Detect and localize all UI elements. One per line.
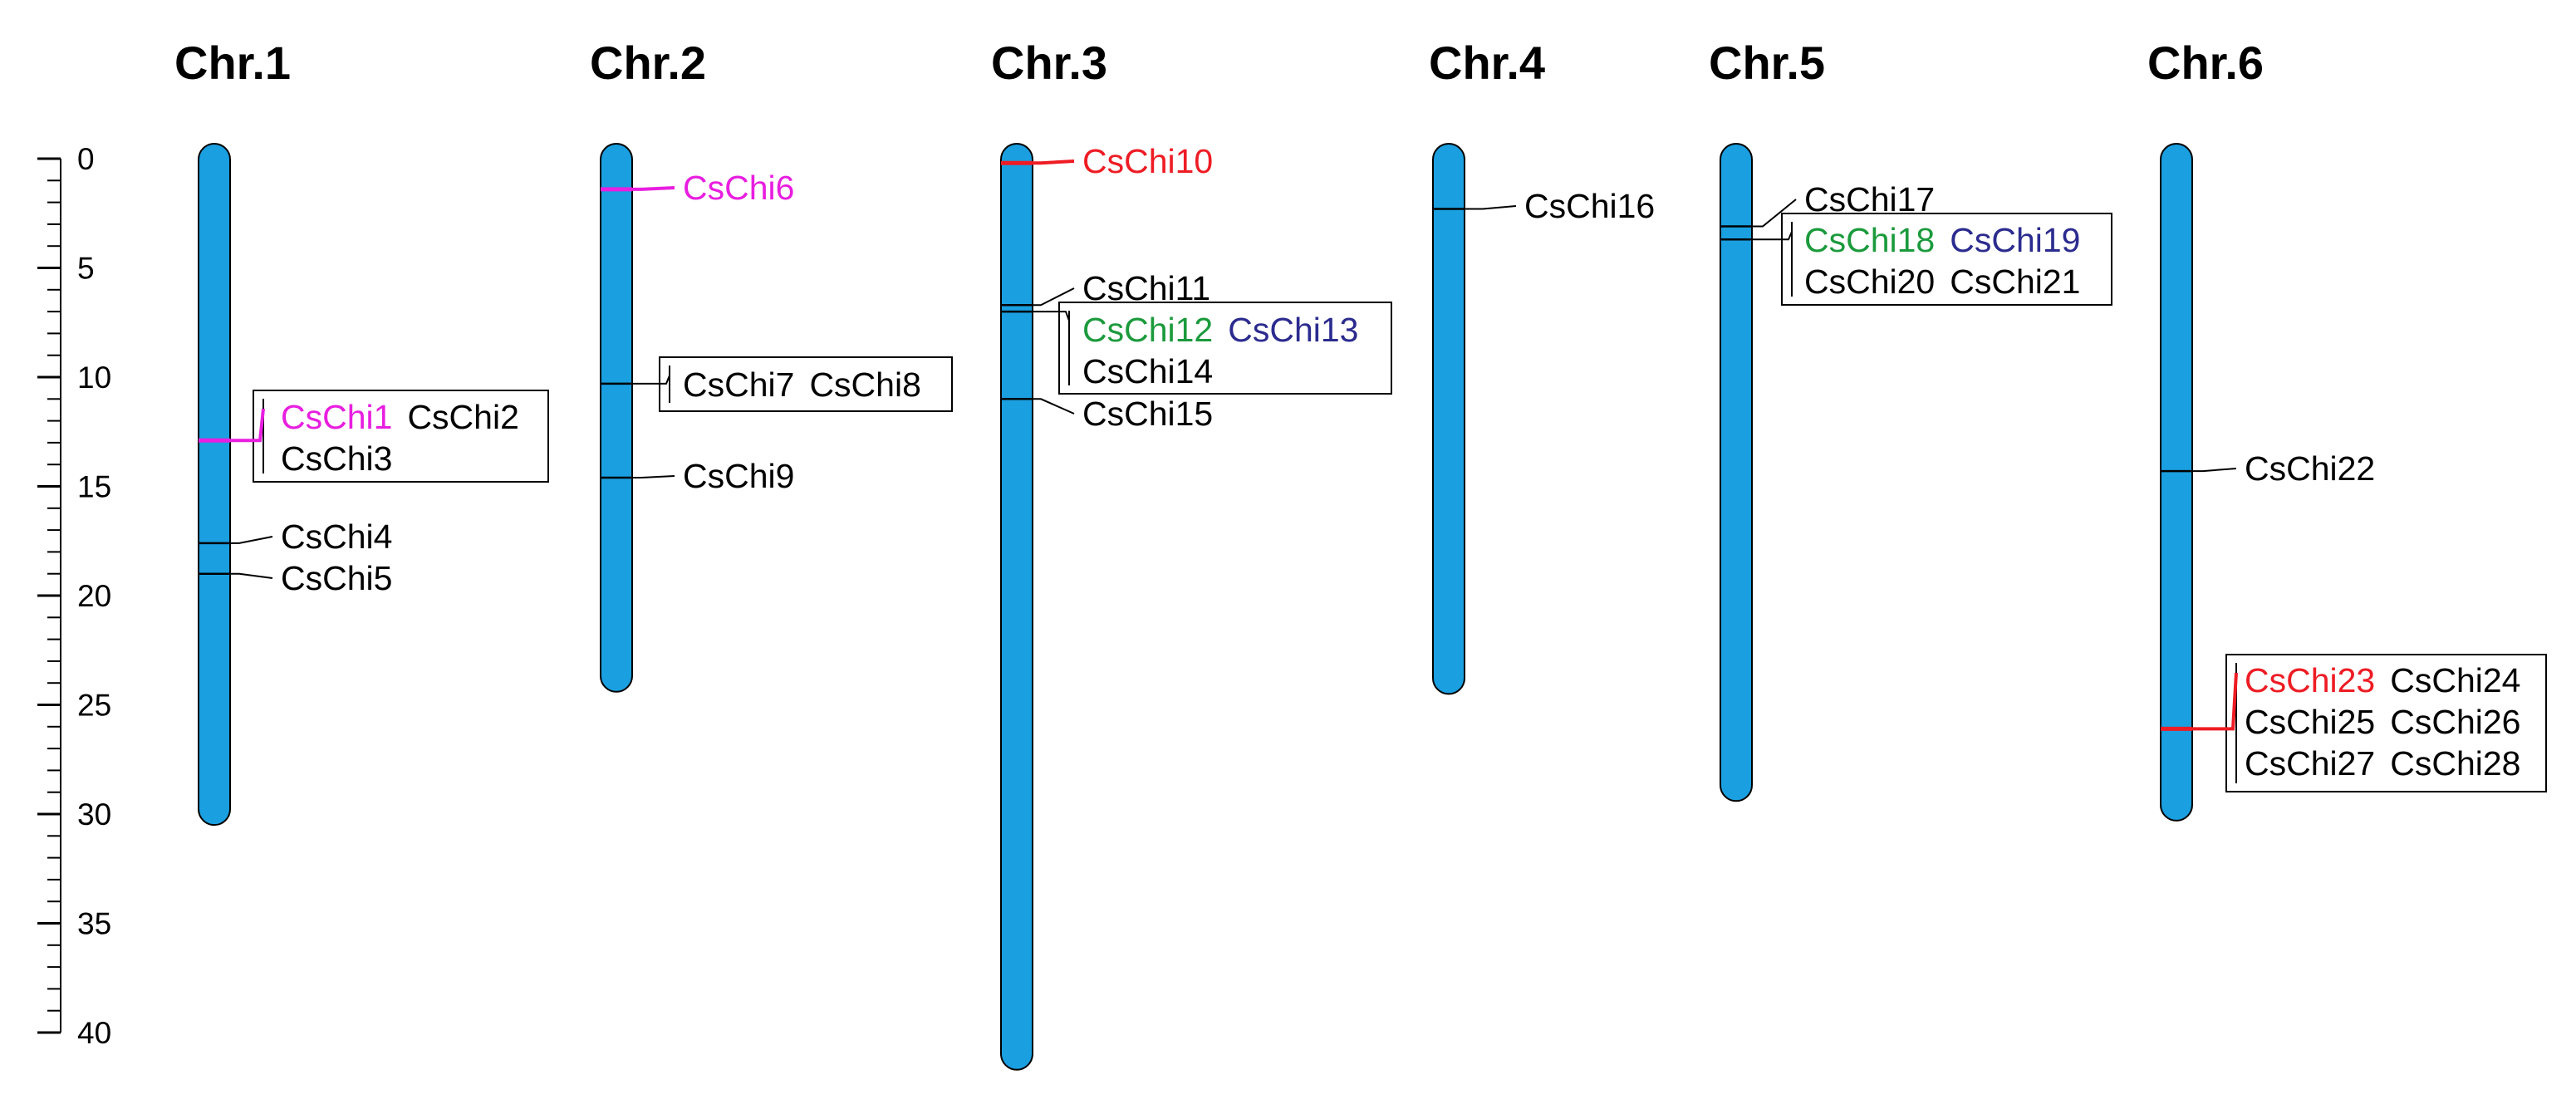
gene-label: CsChi27 (2245, 744, 2375, 783)
chromosome-title: Chr.3 (991, 37, 1107, 89)
gene-label-row: CsChi10 (1082, 142, 1213, 180)
scale-tick-label: 15 (77, 470, 111, 504)
gene-cluster-box (2225, 654, 2547, 792)
gene-label-row: CsChi5 (281, 559, 392, 597)
gene-label: CsChi5 (281, 559, 392, 597)
scale-tick-label: 5 (77, 252, 95, 286)
gene-label: CsChi7 (683, 366, 794, 404)
scale-tick-label: 40 (77, 1016, 111, 1050)
gene-cluster-box (253, 390, 549, 483)
gene-connector (230, 536, 273, 544)
gene-label: CsChi26 (2390, 703, 2520, 741)
scale-tick-label: 35 (77, 907, 111, 941)
gene-label: CsChi10 (1082, 142, 1213, 180)
chromosome-title: Chr.6 (2147, 37, 2264, 89)
gene-label: CsChi12 (1082, 311, 1213, 349)
gene-label: CsChi1 (281, 398, 392, 436)
gene-label: CsChi6 (683, 169, 794, 207)
chromosome-body (198, 143, 231, 827)
gene-label: CsChi3 (281, 439, 392, 478)
gene-label: CsChi13 (1228, 311, 1358, 349)
scale-axis: 0 5 10 15 20 25 30 35 40 (37, 142, 111, 1050)
chromosome-body (1000, 143, 1033, 1071)
gene-label: CsChi14 (1082, 352, 1213, 390)
gene-label: CsChi21 (1950, 262, 2080, 301)
gene-label-row: CsChi9 (683, 457, 794, 495)
scale-tick-label: 30 (77, 797, 111, 832)
scale-tick-label: 20 (77, 579, 111, 613)
gene-label-row: CsChi12 CsChi13 (1082, 311, 1358, 349)
chromosome-title: Chr.5 (1709, 37, 1825, 89)
chromosome-body (2160, 143, 2193, 822)
gene-connector (1033, 311, 1070, 321)
gene-label: CsChi24 (2390, 661, 2520, 699)
gene-connector (2192, 468, 2237, 473)
gene-label-row: CsChi22 (2245, 449, 2375, 488)
gene-cluster-box (1058, 302, 1392, 395)
gene-label: CsChi11 (1082, 269, 1210, 307)
chromosome-body (1720, 143, 1753, 802)
gene-label-row: CsChi23 CsChi24 (2245, 661, 2520, 699)
gene-label: CsChi22 (2245, 449, 2375, 488)
gene-label-row: CsChi18 CsChi19 (1804, 221, 2080, 259)
gene-cluster-box (1781, 213, 2112, 306)
gene-label: CsChi2 (407, 398, 518, 436)
gene-label: CsChi18 (1804, 221, 1935, 259)
gene-label: CsChi15 (1082, 395, 1213, 433)
gene-connector (1033, 398, 1075, 415)
scale-tick-label: 10 (77, 361, 111, 395)
gene-connector (230, 572, 273, 579)
scale-tick-label: 0 (77, 142, 95, 176)
gene-label-row: CsChi1 CsChi2 (281, 398, 519, 436)
gene-label: CsChi17 (1804, 180, 1935, 218)
chromosome-4: Chr.4 CsChi16 (1429, 37, 1655, 695)
chromosome-body (600, 143, 633, 693)
gene-connector (632, 186, 675, 191)
gene-label-row: CsChi3 (281, 439, 392, 478)
gene-connector (1033, 287, 1075, 307)
gene-connector (632, 375, 670, 385)
gene-connector (2192, 672, 2238, 731)
gene-connector (1752, 199, 1797, 228)
gene-label: CsChi25 (2245, 703, 2375, 741)
gene-label-row: CsChi20 CsChi21 (1804, 262, 2080, 301)
scale-tick-label: 25 (77, 689, 111, 723)
gene-label: CsChi4 (281, 518, 392, 556)
gene-connector (1465, 205, 1517, 210)
chromosome-body (1432, 143, 1465, 695)
gene-connector (632, 475, 675, 478)
gene-label: CsChi23 (2245, 661, 2375, 699)
gene-label-row: CsChi7 CsChi8 (683, 366, 921, 404)
gene-label: CsChi16 (1524, 187, 1655, 225)
gene-label-row: CsChi14 (1082, 352, 1213, 390)
chromosome-title: Chr.4 (1429, 37, 1545, 89)
gene-label: CsChi19 (1950, 221, 2080, 259)
gene-connector (1752, 231, 1793, 241)
gene-label-row: CsChi11 (1082, 269, 1210, 307)
gene-label-row: CsChi15 (1082, 395, 1213, 433)
gene-label: CsChi8 (809, 366, 920, 404)
gene-connector (1033, 159, 1075, 165)
gene-label-row: CsChi4 (281, 518, 392, 556)
gene-label-row: CsChi25 CsChi26 (2245, 703, 2520, 741)
gene-label-row: CsChi17 (1804, 180, 1935, 218)
gene-label: CsChi9 (683, 457, 794, 495)
gene-label-row: CsChi16 (1524, 187, 1655, 225)
gene-label-row: CsChi27 CsChi28 (2245, 744, 2520, 783)
gene-label-row: CsChi6 (683, 169, 794, 207)
gene-label: CsChi20 (1804, 262, 1935, 301)
gene-connector (230, 408, 265, 443)
gene-label: CsChi28 (2390, 744, 2520, 783)
chromosome-title: Chr.2 (590, 37, 706, 89)
chromosome-title: Chr.1 (174, 37, 291, 89)
